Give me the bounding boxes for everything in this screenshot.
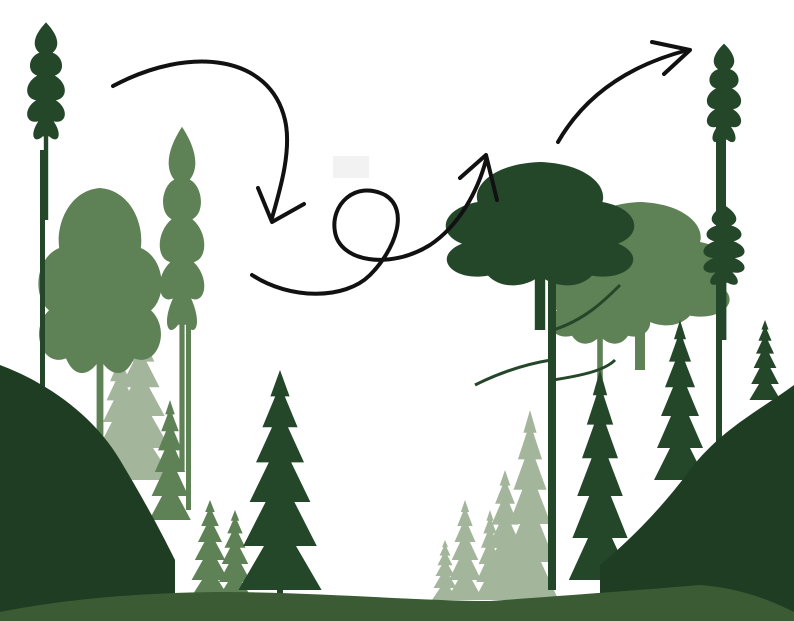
faint-patch: [333, 156, 369, 178]
arrow-layer: [111, 40, 692, 296]
loop-arrow-up-icon: [250, 153, 499, 296]
curved-arrow-down-icon: [111, 59, 306, 224]
ground: [0, 585, 794, 621]
right-hill: [600, 385, 794, 621]
near-tree-layer: [27, 22, 781, 595]
curved-arrow-up-right-icon: [556, 40, 692, 144]
left-pine-trunk: [40, 150, 45, 390]
left-hill: [0, 365, 175, 621]
